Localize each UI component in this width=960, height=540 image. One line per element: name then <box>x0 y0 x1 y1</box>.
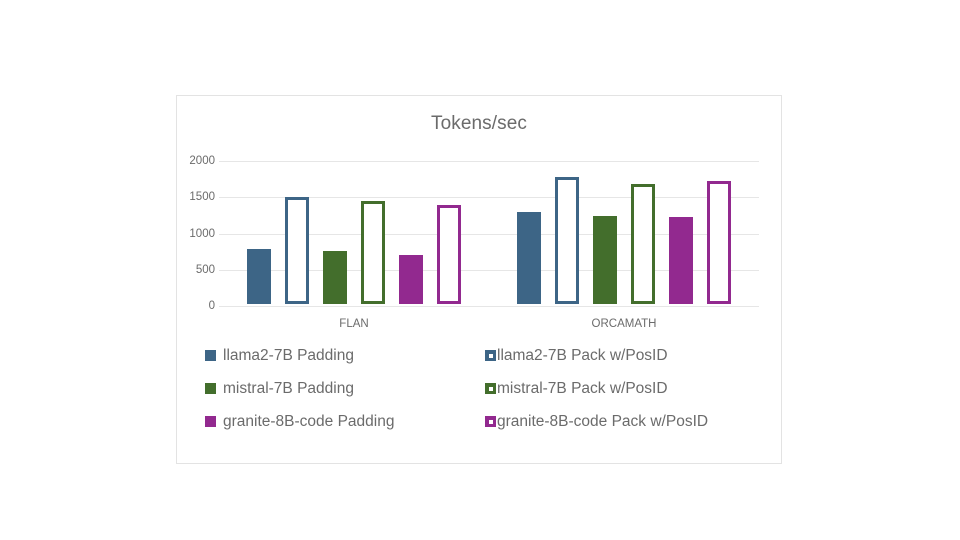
chart-title: Tokens/sec <box>430 113 528 134</box>
gridline-0 <box>219 306 759 307</box>
chart-card: Tokens/sec 0 500 1000 1500 2000 FLAN ORCAMATH… <box>176 95 782 464</box>
y-tick-label-1000: 1000 <box>189 227 215 240</box>
legend-label: mistral-7B Padding <box>223 379 354 397</box>
bar-flan-granite-8b-code-padding <box>399 254 423 304</box>
legend-swatch-icon <box>205 416 216 427</box>
legend-item-mistral-7b-padding[interactable]: mistral-7B Padding <box>205 372 473 405</box>
gridline-2000 <box>219 161 759 162</box>
legend-item-llama2-7b-pack-w-posid[interactable]: llama2-7B Pack w/PosID <box>485 339 757 372</box>
gridline-1500 <box>219 197 759 199</box>
legend-item-llama2-7b-padding[interactable]: llama2-7B Padding <box>205 339 473 372</box>
legend-swatch-icon <box>485 416 496 427</box>
legend-column-packed: llama2-7B Pack w/PosID mistral-7B Pack w/… <box>485 339 757 438</box>
legend-label: llama2-7B Pack w/PosID <box>497 346 668 364</box>
legend-swatch-icon <box>485 350 496 361</box>
bar-orcamath-llama2-7b-pack-w-posid <box>555 177 579 304</box>
bar-orcamath-granite-8b-code-padding <box>669 217 693 304</box>
legend-label: mistral-7B Pack w/PosID <box>497 379 668 397</box>
plot-area: 0 500 1000 1500 2000 FLAN ORCAMATH <box>177 96 781 463</box>
x-tick-label-orcamath: ORCAMATH <box>591 318 657 330</box>
legend-swatch-icon <box>205 383 216 394</box>
legend-swatch-icon <box>485 383 496 394</box>
bar-orcamath-llama2-7b-padding <box>517 211 541 304</box>
bar-flan-llama2-7b-padding <box>247 248 271 304</box>
bar-flan-llama2-7b-pack-w-posid <box>285 197 309 304</box>
y-tick-label-0: 0 <box>208 300 215 312</box>
legend-item-mistral-7b-pack-w-posid[interactable]: mistral-7B Pack w/PosID <box>485 372 757 405</box>
bar-orcamath-mistral-7b-pack-w-posid <box>631 183 655 304</box>
legend-swatch-icon <box>205 350 216 361</box>
chart-legend: llama2-7B Padding mistral-7B Padding grani… <box>205 339 757 439</box>
legend-label: granite-8B-code Pack w/PosID <box>497 412 709 430</box>
x-tick-label-flan: FLAN <box>339 318 369 330</box>
y-tick-label-2000: 2000 <box>189 155 215 167</box>
gridline-500 <box>219 269 759 271</box>
legend-item-granite-8b-code-padding[interactable]: granite-8B-code Padding <box>205 405 473 438</box>
gridline-1000 <box>219 233 759 235</box>
bars-layer <box>219 96 759 463</box>
bar-flan-granite-8b-code-pack-w-posid <box>437 204 461 304</box>
legend-item-granite-8b-code-pack-w-posid[interactable]: granite-8B-code Pack w/PosID <box>485 405 757 438</box>
bar-orcamath-mistral-7b-padding <box>593 215 617 304</box>
legend-column-padding: llama2-7B Padding mistral-7B Padding grani… <box>205 339 473 438</box>
y-tick-label-500: 500 <box>195 263 215 276</box>
bar-flan-mistral-7b-pack-w-posid <box>361 201 385 304</box>
bar-flan-mistral-7b-padding <box>323 251 347 304</box>
legend-label: llama2-7B Padding <box>223 346 354 364</box>
y-tick-label-1500: 1500 <box>189 191 215 204</box>
legend-label: granite-8B-code Padding <box>223 412 395 430</box>
bar-orcamath-granite-8b-code-pack-w-posid <box>707 180 731 304</box>
